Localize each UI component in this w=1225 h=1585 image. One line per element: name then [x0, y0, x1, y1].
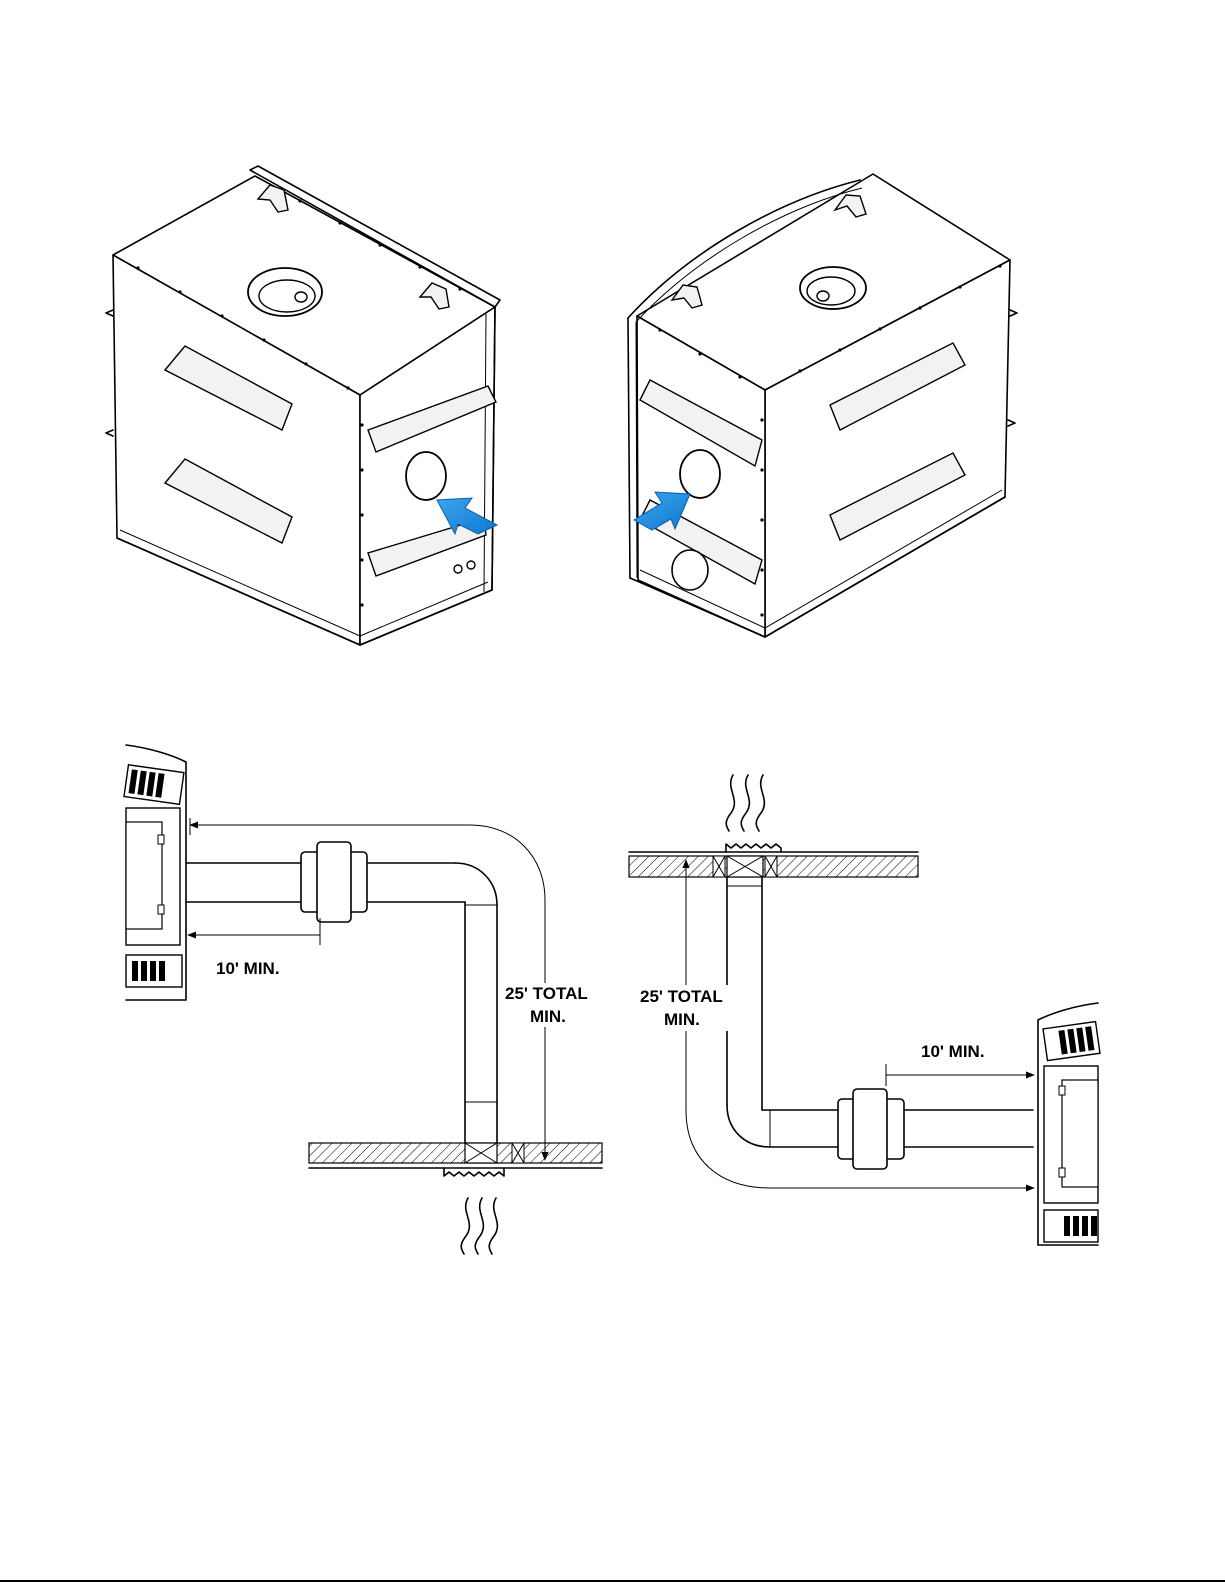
- label-25ft-total-right: 25' TOTAL: [640, 987, 723, 1006]
- label-10ft-min-left: 10' MIN.: [216, 959, 280, 978]
- label-25ft-min-left: MIN.: [530, 1007, 566, 1026]
- unit-right-lower-hole: [672, 550, 708, 590]
- label-25ft-min-right: MIN.: [664, 1010, 700, 1029]
- label-25ft-total-left: 25' TOTAL: [505, 984, 588, 1003]
- fireplace-unit-left: [106, 166, 500, 645]
- vent-diagram-right: 25' TOTAL MIN. 10' MIN.: [629, 775, 1100, 1245]
- unit-right-air-intake-hole: [680, 450, 720, 498]
- stove-front-left: [124, 745, 186, 1000]
- unit-left-flue-collar: [248, 268, 322, 316]
- page-bottom-rule: [0, 1580, 1225, 1582]
- floor-slab-left: [309, 1143, 602, 1163]
- unit-left-air-intake-hole: [406, 452, 446, 500]
- label-10ft-min-right: 10' MIN.: [921, 1042, 985, 1061]
- unit-right-flue-collar: [800, 267, 866, 309]
- stove-front-right: [1038, 1003, 1100, 1245]
- fireplace-unit-right: [628, 174, 1017, 637]
- vent-diagram-left: 10' MIN. 25' TOTAL MIN.: [124, 745, 602, 1254]
